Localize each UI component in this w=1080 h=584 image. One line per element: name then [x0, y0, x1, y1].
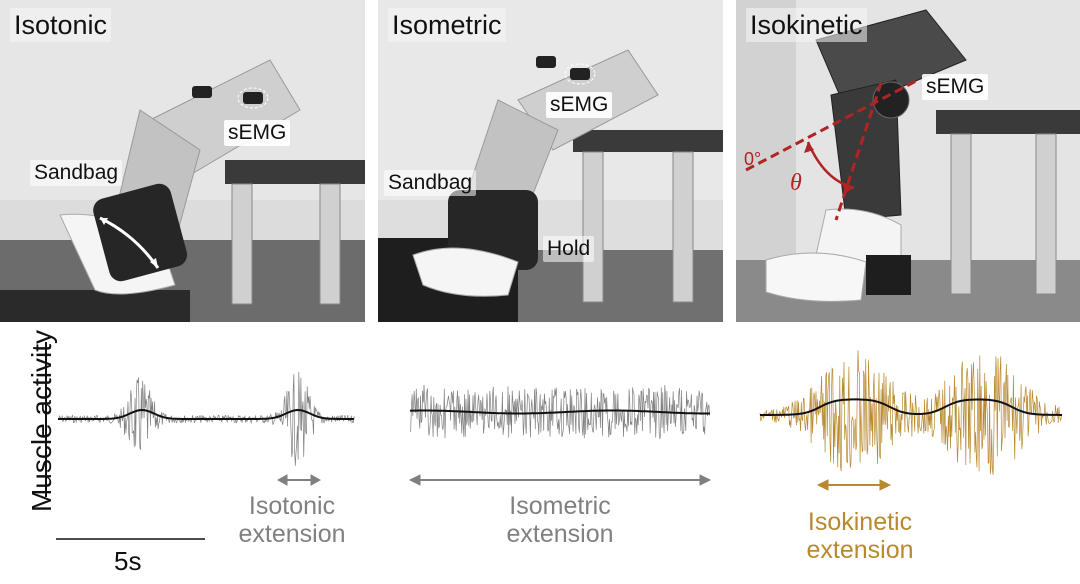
caption-line: extension [238, 520, 346, 548]
emg-signals [45, 342, 1063, 540]
scale-bar-label: 5s [114, 546, 142, 576]
angle-theta-label: θ [790, 170, 802, 196]
sandbag-label: Sandbag [384, 170, 477, 196]
emg-envelope [58, 408, 354, 420]
caption-isotonic: Isotonic extension [212, 492, 372, 548]
panel-title: Isometric [388, 8, 506, 42]
trace-isometric [409, 384, 710, 440]
panel-title: Isotonic [10, 8, 112, 42]
semg-label: sEMG [224, 120, 291, 146]
emg-envelope [760, 398, 1062, 416]
emg-raw-signal [759, 350, 1063, 475]
trace-isotonic [57, 371, 356, 466]
range-arrow-isokinetic [816, 479, 892, 491]
hold-label: Hold [543, 236, 595, 262]
caption-isokinetic: Isokinetic extension [770, 508, 950, 564]
isotonic-scene [0, 0, 365, 322]
sensor-icon [192, 86, 212, 98]
semg-label: sEMG [922, 74, 989, 100]
angle-zero-label: 0° [744, 149, 762, 169]
caption-line: extension [506, 520, 614, 548]
caption-line: Isotonic [248, 492, 336, 520]
caption-isometric: Isometric extension [460, 492, 660, 548]
isokinetic-scene [736, 0, 1080, 322]
emg-envelope [409, 409, 710, 415]
y-axis-label: Muscle activity [26, 329, 57, 513]
semg-label: sEMG [546, 92, 613, 118]
emg-raw-signal [57, 371, 356, 466]
photo-isometric: Isometric sEMG Sandbag Hold [378, 0, 723, 322]
emg-raw-signal [409, 384, 710, 440]
photo-isokinetic: Isokinetic sEMG 0° θ [736, 0, 1080, 322]
panel-title: Isokinetic [746, 8, 867, 42]
range-arrow-isotonic [276, 474, 322, 486]
caption-line: Isometric [509, 492, 611, 520]
caption-line: extension [806, 536, 914, 564]
isometric-scene [378, 0, 723, 322]
trace-isokinetic [759, 350, 1063, 475]
caption-line: Isokinetic [807, 508, 913, 536]
range-arrow-isometric [408, 474, 712, 486]
sandbag-label: Sandbag [30, 160, 123, 186]
photo-isotonic: Isotonic sEMG Sandbag [0, 0, 365, 322]
